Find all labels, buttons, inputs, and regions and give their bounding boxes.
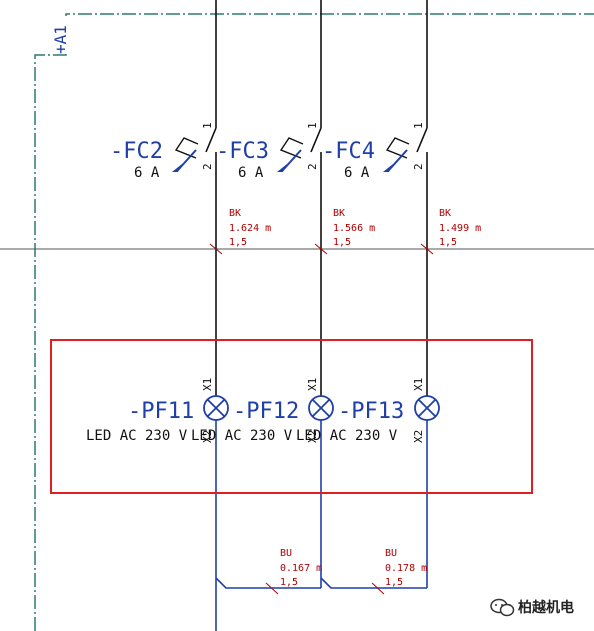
lamp-pf13-symbol[interactable] [414,395,440,421]
top-wire-1-length: 1.624 m [229,223,271,234]
lamp-pf12-terminal-bottom: X2 [306,430,319,443]
top-wire-ticks [209,243,434,255]
lamp-pf13-desc: LED AC 230 V [296,428,398,444]
bottom-wire-1-section: 1,5 [280,577,298,588]
lamp-pf11-id: -PF11 [128,399,194,424]
watermark-text: 柏越机电 [518,599,574,616]
breaker-fc2-terminal-bottom: 2 [201,163,214,170]
bottom-wire-ticks [265,582,385,595]
breaker-fc3-id: -FC3 [216,139,269,164]
lamp-pf13-terminal-top: X1 [412,378,425,391]
breaker-fc2-terminal-top: 1 [201,122,214,129]
bottom-wires [215,420,428,631]
watermark: 柏越机电 [490,598,574,617]
top-wires [215,0,428,396]
lamp-pf11-desc: LED AC 230 V [86,428,188,444]
breaker-fc4-terminal-top: 1 [412,122,425,129]
bottom-wire-2-color: BU [385,548,397,559]
top-wire-annotations: BK 1.624 m 1,5 BK 1.566 m 1,5 BK 1.499 m… [229,208,481,248]
lamp-pf12-id: -PF12 [233,399,299,424]
top-wire-1-color: BK [229,208,241,219]
lamp-pf11-terminal-bottom: X2 [201,430,214,443]
breaker-fc3-terminal-bottom: 2 [306,163,319,170]
lamp-pf13-terminal-bottom: X2 [412,430,425,443]
breaker-fc4-id: -FC4 [322,139,375,164]
wire-bridge-2 [320,577,427,589]
wechat-icon [490,598,515,617]
breaker-fc4-terminal-bottom: 2 [412,163,425,170]
location-tag-bg [50,16,72,54]
top-wire-2-section: 1,5 [333,237,351,248]
bottom-wire-2-length: 0.178 m [385,563,427,574]
breakers [172,127,428,172]
lamps [203,395,440,421]
lamp-pf11-terminal-top: X1 [201,378,214,391]
lamp-pf13-id: -PF13 [338,399,404,424]
location-tag: +A1 [51,25,70,54]
top-wire-3-color: BK [439,208,451,219]
lamp-pf12-symbol[interactable] [308,395,334,421]
breaker-fc2-rating: 6 A [134,165,160,181]
top-wire-2-color: BK [333,208,345,219]
bottom-wire-1-color: BU [280,548,292,559]
top-wire-3-length: 1.499 m [439,223,481,234]
breaker-fc3-rating: 6 A [238,165,264,181]
breaker-fc2-id: -FC2 [110,139,163,164]
top-wire-3-section: 1,5 [439,237,457,248]
breaker-fc4[interactable] [383,127,428,172]
wire-bridge-1 [215,577,321,589]
breaker-fc4-rating: 6 A [344,165,370,181]
breaker-fc3[interactable] [277,127,322,172]
top-wire-2-length: 1.566 m [333,223,375,234]
bottom-wire-annotations: BU 0.167 m 1,5 BU 0.178 m 1,5 [280,548,427,588]
bottom-wire-2-section: 1,5 [385,577,403,588]
lamp-pf12-terminal-top: X1 [306,378,319,391]
breaker-fc3-terminal-top: 1 [306,122,319,129]
top-wire-1-section: 1,5 [229,237,247,248]
highlight-box [50,339,533,494]
location-frame [34,13,594,631]
lamp-pf11-symbol[interactable] [203,395,229,421]
lamp-pf12-desc: LED AC 230 V [191,428,293,444]
breaker-fc2[interactable] [172,127,217,172]
bottom-wire-1-length: 0.167 m [280,563,322,574]
